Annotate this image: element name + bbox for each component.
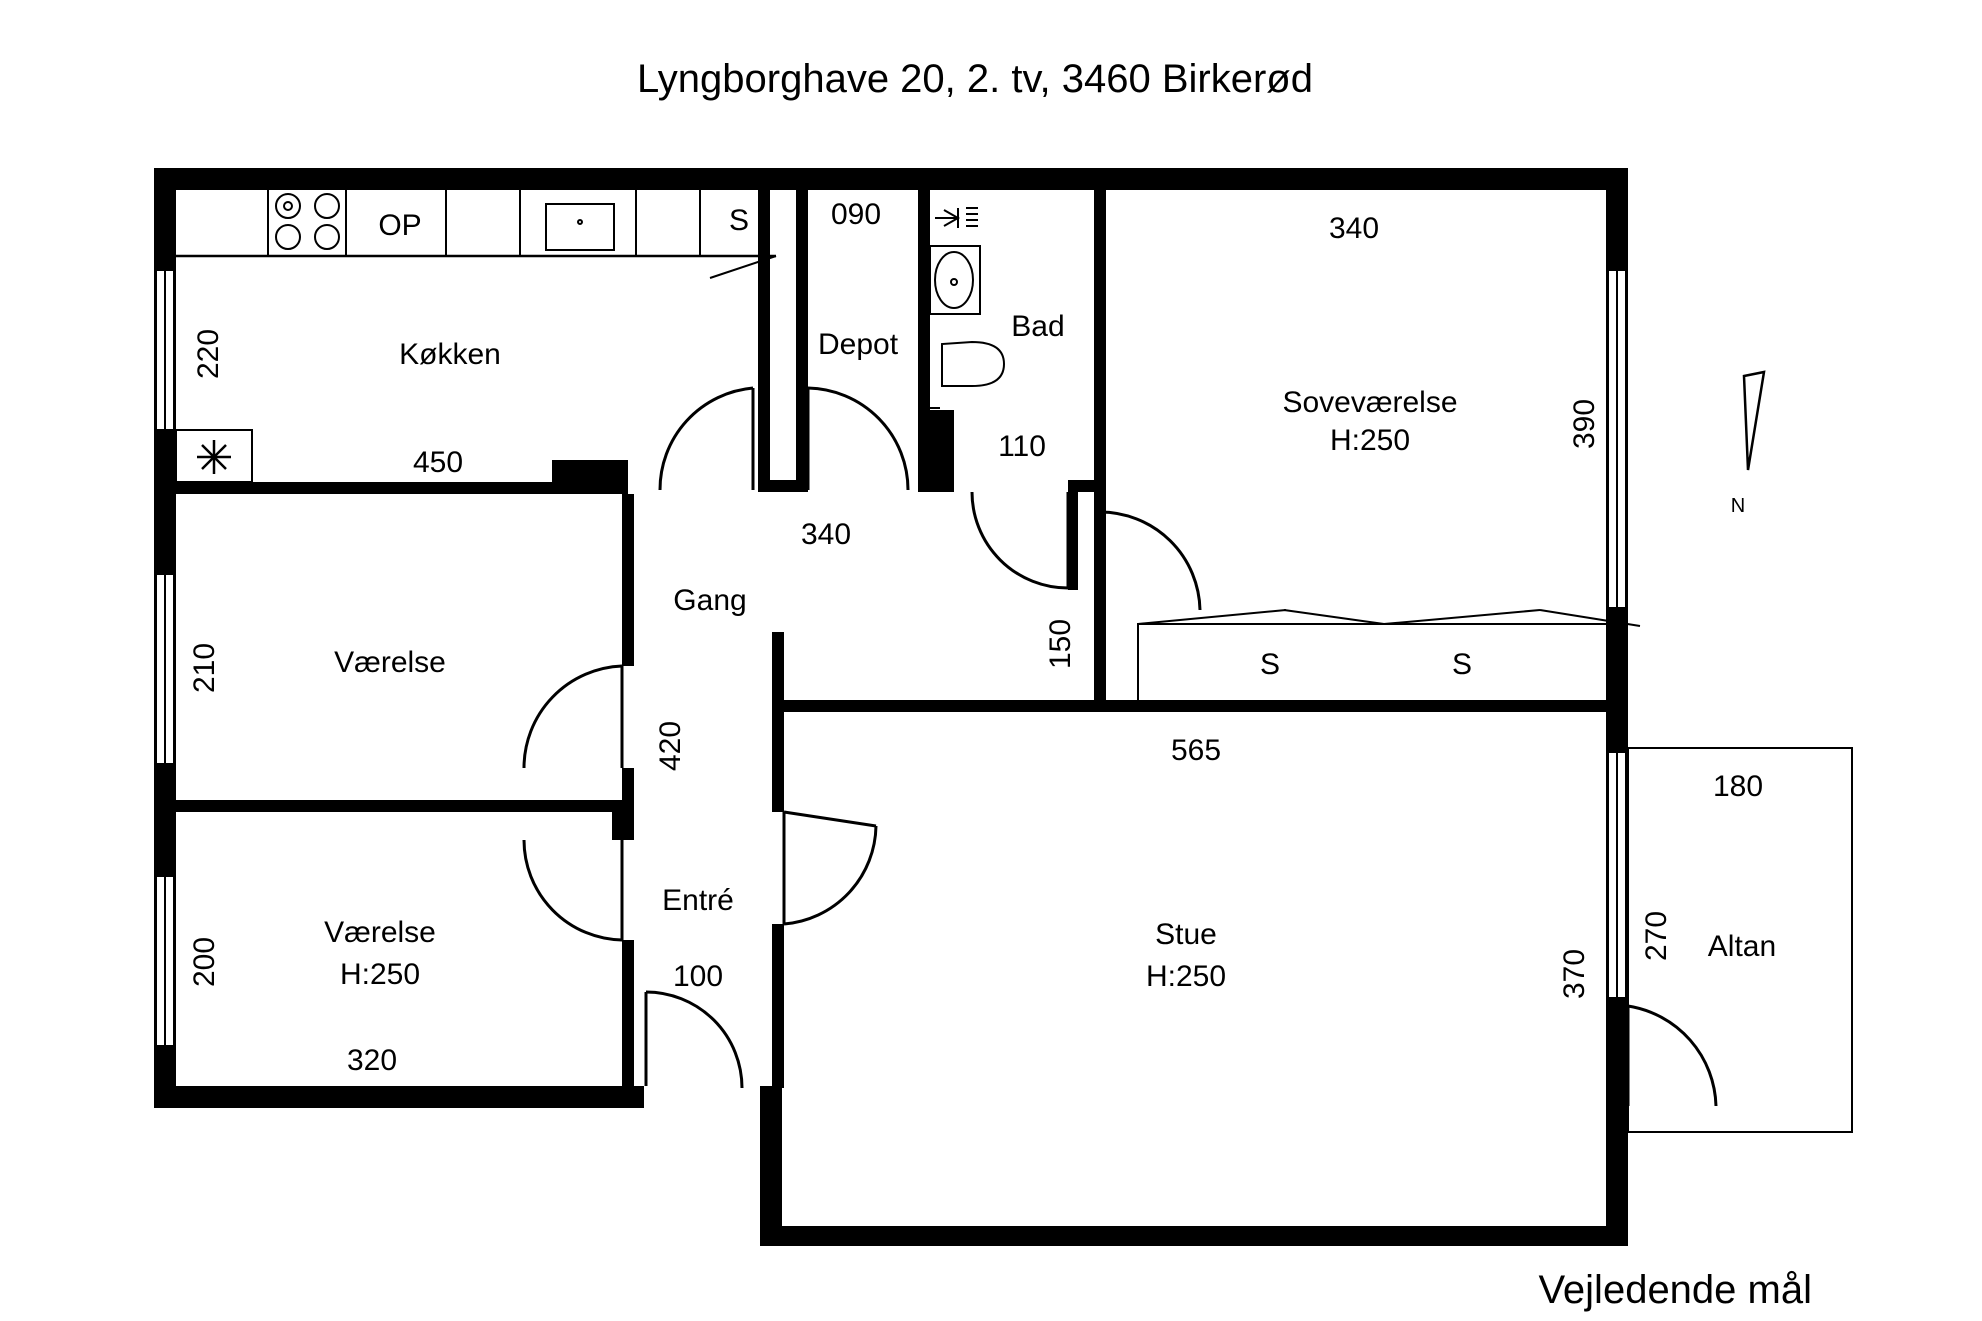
room1-dim-height: 210 (188, 643, 221, 693)
shower-icon (935, 207, 978, 228)
washbasin-icon (934, 251, 974, 309)
balcony-dim-width: 180 (1713, 770, 1763, 803)
depot-dim: 090 (831, 198, 881, 231)
kitchen-counter (175, 190, 777, 483)
living-label: Stue (1155, 918, 1217, 951)
room2-height: H:250 (340, 958, 420, 991)
bathroom-fixtures (929, 207, 1006, 409)
toilet-icon (941, 340, 1006, 387)
entrance-dim-height: 420 (654, 721, 687, 771)
balcony-label: Altan (1708, 930, 1776, 963)
kitchen-label: Køkken (399, 338, 501, 371)
kitchen-dim-height: 220 (192, 329, 225, 379)
ventilation-icon (197, 440, 231, 474)
kitchen-op-label: OP (378, 209, 421, 242)
bedroom-height: H:250 (1330, 424, 1410, 457)
living-height: H:250 (1146, 960, 1226, 993)
depot-label: Depot (818, 328, 899, 361)
plan-title: Lyngborghave 20, 2. tv, 3460 Birkerød (637, 57, 1313, 101)
bath-label: Bad (1011, 310, 1064, 343)
bedroom-label: Soveværelse (1282, 386, 1457, 419)
bedroom-wardrobe (1137, 609, 1641, 703)
bedroom-dim-height: 390 (1568, 399, 1601, 449)
hall-dim-width: 340 (801, 518, 851, 551)
wardrobe-s-1: S (1260, 648, 1280, 681)
interior-walls (176, 190, 1628, 1088)
stove-burner-icon (275, 193, 301, 219)
room2-dim-height: 200 (188, 937, 221, 987)
living-dim-height: 370 (1558, 949, 1591, 999)
north-arrow-icon (1742, 370, 1766, 471)
left-windows (155, 269, 175, 1047)
room2-dim-width: 320 (347, 1044, 397, 1077)
door-swings (522, 386, 1718, 1107)
sink-icon (545, 203, 615, 251)
kitchen-dim-width: 450 (413, 446, 463, 479)
bath-dim: 110 (998, 430, 1046, 463)
hall-dim-height: 150 (1044, 619, 1077, 669)
guidance-note: Vejledende mål (1538, 1268, 1812, 1312)
wardrobe-s-2: S (1452, 648, 1472, 681)
entrance-label: Entré (662, 884, 734, 917)
living-dim-width: 565 (1171, 734, 1221, 767)
bedroom-dim-width: 340 (1329, 212, 1379, 245)
hall-label: Gang (673, 584, 746, 617)
room1-label: Værelse (334, 646, 446, 679)
room2-label: Værelse (324, 916, 436, 949)
north-label: N (1731, 495, 1745, 517)
balcony-dim-height: 270 (1640, 911, 1673, 961)
kitchen-s-label: S (729, 204, 749, 237)
entrance-dim-width: 100 (673, 960, 723, 993)
